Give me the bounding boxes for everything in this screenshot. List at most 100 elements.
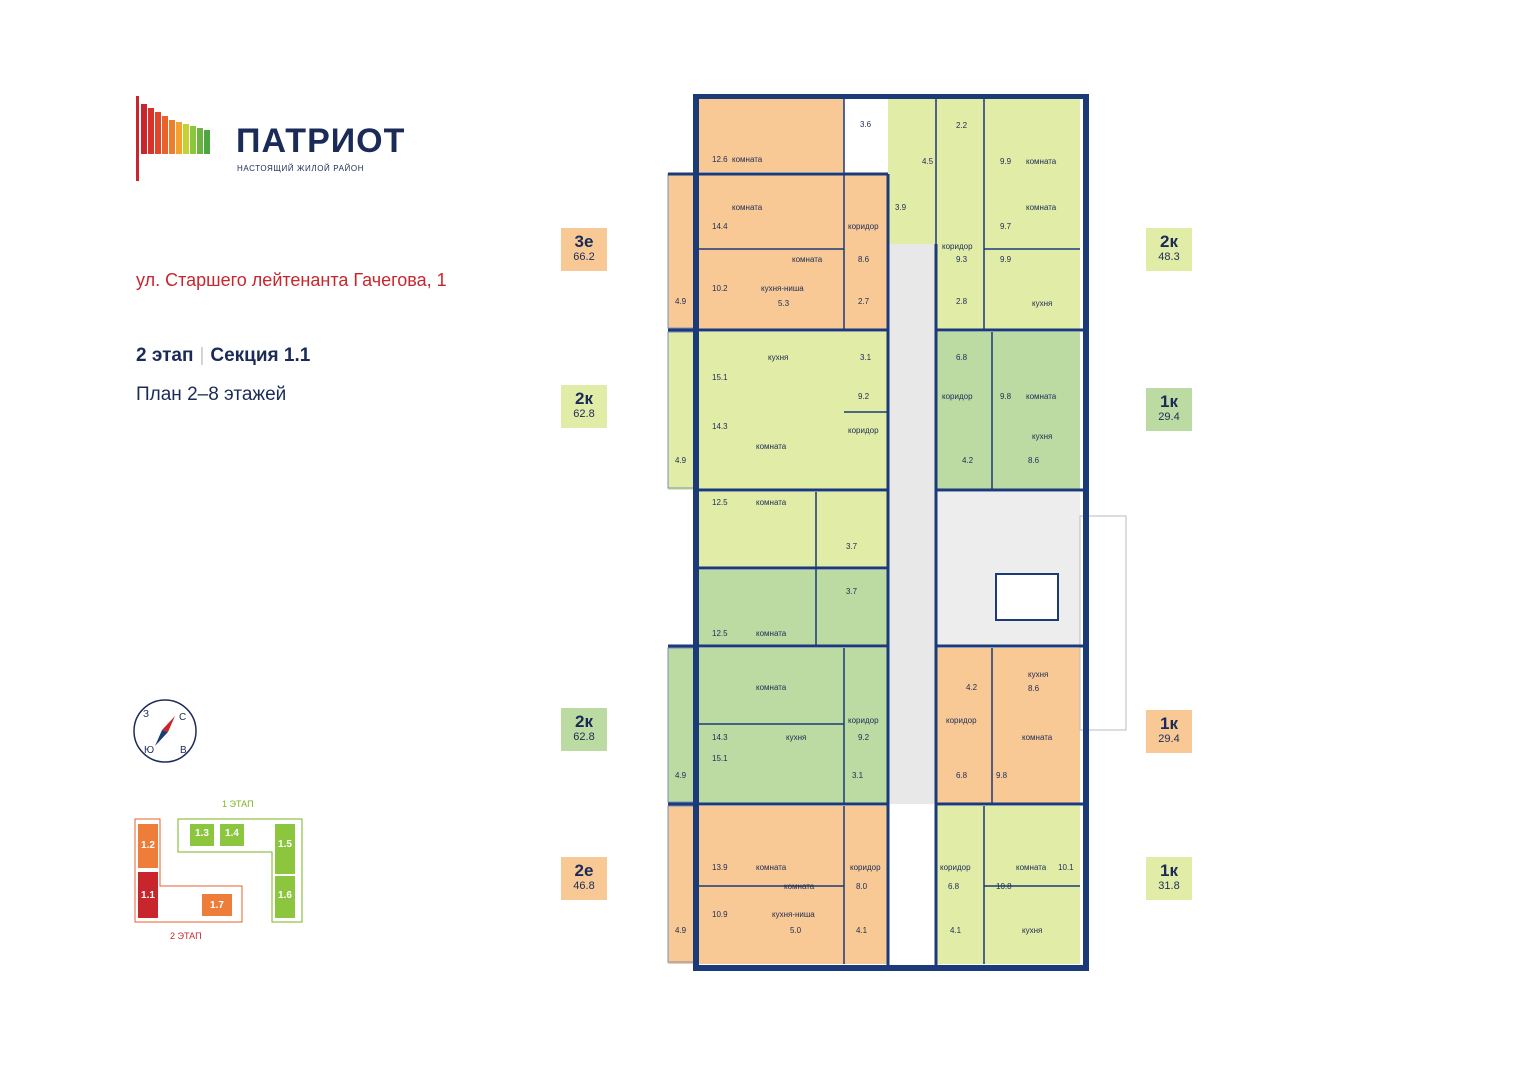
room-area: 8.6: [858, 255, 870, 264]
room-label: коридор: [848, 716, 879, 725]
apartment-badge: 2к 62.8: [561, 708, 607, 751]
room-label: коридор: [940, 863, 971, 872]
key-plan-block: 1.6: [278, 890, 292, 901]
apt-fill: [668, 648, 888, 804]
room-area: 15.1: [712, 754, 728, 763]
room-label: коридор: [942, 392, 973, 401]
room-label: кухня: [768, 353, 788, 362]
corridor: [888, 244, 936, 804]
room-label: кухня: [1022, 926, 1042, 935]
key-plan-block: 1.5: [278, 839, 292, 850]
room-area: 3.7: [846, 587, 858, 596]
room-label: коридор: [942, 242, 973, 251]
room-area: 12.5: [712, 629, 728, 638]
room-area: 9.9: [1000, 255, 1012, 264]
apartment-badge: 1к 31.8: [1146, 857, 1192, 900]
room-label: комната: [1022, 733, 1053, 742]
room-label: кухня-ниша: [761, 284, 804, 293]
room-area: 9.8: [996, 771, 1008, 780]
room-area: 2.7: [858, 297, 870, 306]
room-area: 6.8: [948, 882, 960, 891]
apt-fill: [696, 492, 888, 568]
room-area: 10.9: [712, 910, 728, 919]
plan-title: План 2–8 этажей: [136, 384, 287, 405]
apartment-area: 46.8: [573, 880, 595, 892]
room-label: комната: [792, 255, 823, 264]
room-area: 9.3: [956, 255, 968, 264]
room-label: комната: [756, 863, 787, 872]
stage-section-line: 2 этап|Секция 1.1: [136, 345, 310, 367]
apartment-type: 1к: [1160, 714, 1178, 733]
compass-north-needle: [162, 716, 175, 732]
compass-south-needle: [155, 730, 168, 746]
room-area: 9.2: [858, 392, 870, 401]
section-label: Секция 1.1: [210, 345, 311, 366]
room-label: коридор: [946, 716, 977, 725]
compass-s: Ю: [144, 745, 154, 756]
room-label: комната: [1026, 392, 1057, 401]
apt-fill: [696, 98, 844, 172]
apartment-area: 29.4: [1158, 733, 1180, 745]
room-label: кухня: [786, 733, 806, 742]
apartment-type: 2к: [1160, 232, 1178, 251]
apartment-type: 3е: [574, 232, 594, 251]
apartment-type: 2е: [574, 861, 594, 880]
room-label: коридор: [848, 222, 879, 231]
room-area: 15.1: [712, 373, 728, 382]
apartment-type: 1к: [1160, 392, 1178, 411]
apartment-badge: 2е 46.8: [561, 857, 607, 900]
key-plan-stage1-label: 1 ЭТАП: [222, 799, 254, 809]
outer-wall: [693, 93, 1089, 971]
room-area: 9.9: [1000, 157, 1012, 166]
room-label: коридор: [848, 426, 879, 435]
room-area: 3.1: [852, 771, 864, 780]
apartment-badge: 3е 66.2: [561, 228, 607, 271]
room-label: комната: [732, 203, 763, 212]
apartment-type: 2к: [575, 389, 593, 408]
room-label: кухня: [1028, 670, 1048, 679]
stair-core: [936, 492, 1080, 646]
room-area: 4.9: [675, 456, 687, 465]
floor-plan: 12.6 комната 3.6 4.5 2.2 9.9 комната ком…: [666, 93, 1136, 974]
apartment-area: 62.8: [573, 731, 595, 743]
room-label: кухня-ниша: [772, 910, 815, 919]
apartment-area: 66.2: [573, 251, 595, 263]
key-plan-block: 1.4: [225, 828, 239, 839]
room-area: 5.3: [778, 299, 790, 308]
room-area: 3.9: [895, 203, 907, 212]
room-area: 3.6: [860, 120, 872, 129]
key-plan-block: 1.1: [141, 890, 155, 901]
room-area: 10.2: [712, 284, 728, 293]
compass-w: З: [143, 709, 149, 720]
key-plan-stage2-label: 2 ЭТАП: [170, 931, 202, 941]
room-label: кухня: [1032, 299, 1052, 308]
room-area: 8.0: [856, 882, 868, 891]
apartment-badge: 2к 48.3: [1146, 228, 1192, 271]
apt-fill: [668, 806, 888, 964]
room-area: 14.3: [712, 733, 728, 742]
room-area: 4.5: [922, 157, 934, 166]
apartment-area: 62.8: [573, 408, 595, 420]
separator: |: [199, 345, 205, 366]
apt-fill: [696, 570, 888, 646]
address: ул. Старшего лейтенанта Гачегова, 1: [136, 270, 447, 290]
room-area: 4.2: [966, 683, 978, 692]
compass-n: С: [179, 712, 186, 723]
apt-fill: [936, 806, 1080, 964]
apartment-type: 2к: [575, 712, 593, 731]
room-area: 14.3: [712, 422, 728, 431]
apartment-area: 29.4: [1158, 411, 1180, 423]
room-area: 2.2: [956, 121, 968, 130]
room-area: 10.1: [1058, 863, 1074, 872]
room-area: 12.6: [712, 155, 728, 164]
room-label: комната: [756, 629, 787, 638]
room-label: комната: [784, 882, 815, 891]
room-area: 4.9: [675, 297, 687, 306]
room-area: 9.8: [1000, 392, 1012, 401]
apartment-badge: 2к 62.8: [561, 385, 607, 428]
apt-fill: [668, 332, 888, 490]
room-area: 5.0: [790, 926, 802, 935]
key-plan: [130, 814, 306, 926]
apartment-area: 48.3: [1158, 251, 1180, 263]
room-area: 9.7: [1000, 222, 1012, 231]
